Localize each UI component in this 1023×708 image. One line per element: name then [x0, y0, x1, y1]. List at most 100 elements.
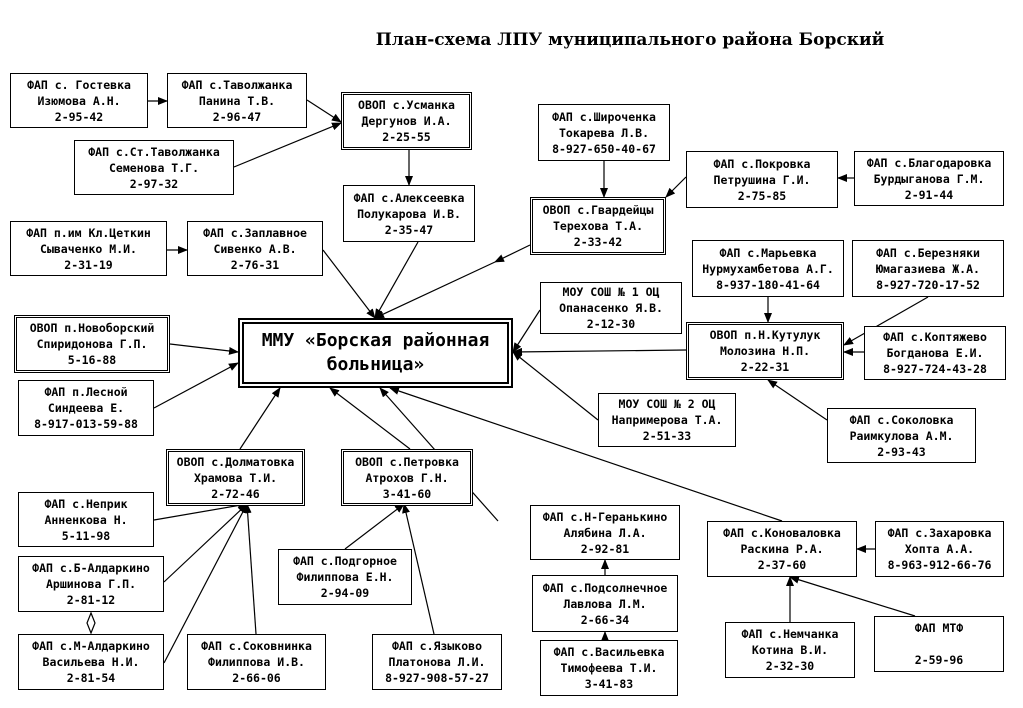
- node-line: больница»: [326, 354, 425, 375]
- node-line: 2-96-47: [212, 109, 262, 124]
- node-line: 2-94-09: [320, 586, 370, 600]
- node-line: 2-37-60: [757, 558, 807, 572]
- node-line: 2-75-85: [737, 188, 787, 203]
- connector-arrow: [389, 387, 783, 522]
- node-line: 8-927-720-17-52: [876, 277, 980, 292]
- node-line: 2-33-42: [573, 235, 623, 249]
- node-line: 2-66-34: [580, 612, 630, 627]
- connector-arrow: [163, 503, 248, 664]
- node-line: ФАП п.Лесной: [44, 385, 128, 399]
- node-line: Дергунов И.А.: [361, 114, 452, 128]
- node-line: Котина В.И.: [751, 643, 829, 657]
- node-line: 3-41-83: [584, 677, 634, 691]
- node-line: 8-927-650-40-67: [552, 141, 656, 156]
- node-line: 2-35-47: [384, 222, 434, 237]
- node-line: Полукарова И.В.: [357, 206, 461, 221]
- node-line: 2-92-81: [580, 541, 630, 556]
- node-line: ФАП с.Подсолнечное: [542, 580, 668, 595]
- node-line: 2-81-54: [66, 671, 116, 685]
- connector-arrow: [153, 362, 239, 409]
- node-line: Храмова Т.И.: [193, 470, 278, 485]
- node-line: ФАП с.Языково: [391, 639, 482, 653]
- node-line: 5-11-98: [61, 528, 111, 543]
- connector-arrow: [239, 387, 281, 450]
- node-line: 5-16-88: [67, 353, 117, 367]
- connector-arrow: [329, 387, 411, 450]
- node-line: 3-41-60: [382, 486, 432, 501]
- node-line: 8-927-724-43-28: [883, 362, 987, 376]
- node-line: ФАП с.Покровка: [713, 156, 811, 171]
- node-line: Филиппова И.В.: [208, 655, 305, 669]
- node-line: ФАП с.Березняки: [876, 245, 980, 260]
- connector-arrow: [665, 176, 687, 198]
- node-line: ФАП с.Коптяжево: [883, 330, 987, 344]
- node-line: ФАП с.Широченка: [552, 109, 656, 124]
- node-line: ФАП МТФ: [914, 621, 964, 635]
- node-line: ФАП с.Соколовка: [849, 412, 954, 427]
- node-line: ОВОП с.Долматовка: [176, 454, 295, 469]
- connector-arrow: [306, 99, 342, 123]
- node-line: ФАП с.Немчанка: [741, 627, 839, 641]
- node-line: Васильева Н.И.: [42, 655, 140, 669]
- node-line: 2-95-42: [54, 109, 104, 124]
- node-line: Токарева Л.В.: [558, 125, 649, 140]
- connector-arrow: [163, 503, 248, 583]
- node-line: 2-66-06: [232, 671, 281, 685]
- node-line: ФАП с.Васильевка: [553, 645, 665, 659]
- node-line: Нурмухамбетова А.Г.: [702, 261, 834, 276]
- connector-arrow: [153, 501, 248, 521]
- connector-arrow: [374, 261, 496, 319]
- connector-arrow: [243, 503, 257, 635]
- node-line: ФАП с.Захаровка: [887, 526, 992, 540]
- node-line: МОУ СОШ № 1 ОЦ: [562, 285, 660, 299]
- connector-arrow: [374, 241, 419, 319]
- node-line: Опанасенко Я.В.: [559, 301, 663, 315]
- node-line: 2-76-31: [230, 257, 280, 272]
- connector-arrow: [512, 347, 687, 356]
- connector-arrow: [402, 503, 435, 635]
- node-line: ФАП п.им Кл.Цеткин: [26, 225, 151, 240]
- node-line: ФАП с.М-Алдаркино: [32, 639, 150, 653]
- connector-arrow: [322, 249, 376, 319]
- connector-arrow: [169, 343, 239, 355]
- node-line: ОВОП с.Петровка: [355, 454, 459, 469]
- aldarkino-link-icon: [86, 611, 96, 635]
- node-line: ММУ «Борская районная: [261, 330, 490, 351]
- connector-arrow: [512, 351, 599, 421]
- node-line: Сываченко М.И.: [40, 241, 137, 256]
- node-line: ОВОП п.Н.Кутулук: [709, 328, 821, 342]
- node-line: ФАП с.Таволжанка: [181, 77, 293, 92]
- node-line: Юмагазиева Ж.А.: [876, 261, 980, 276]
- node-line: Алябина Л.А.: [563, 525, 647, 540]
- node-line: 2-25-55: [382, 130, 431, 144]
- connector-arrow: [789, 575, 916, 617]
- node-line: Анненкова Н.: [44, 512, 128, 527]
- node-line: МОУ СОШ № 2 ОЦ: [618, 397, 716, 411]
- node-line: ОВОП с.Гвардейцы: [542, 203, 654, 217]
- node-line: Платонова Л.И.: [388, 655, 486, 669]
- node-line: Изюмова А.Н.: [37, 93, 121, 108]
- node-line: Филиппова Е.Н.: [296, 570, 394, 584]
- node-line: Панина Т.В.: [198, 93, 276, 108]
- node-line: ФАП с.Б-Алдаркино: [32, 561, 150, 575]
